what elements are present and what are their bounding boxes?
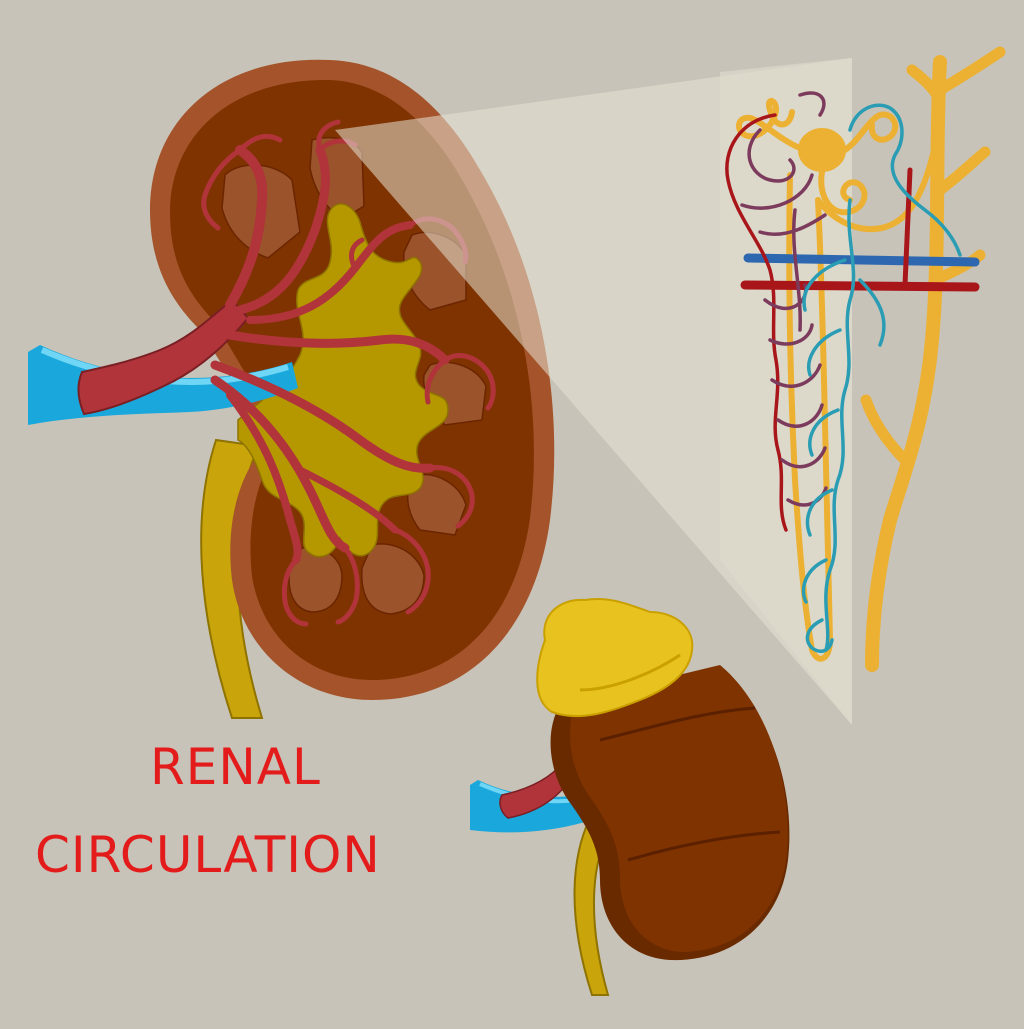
adrenal-gland bbox=[536, 598, 694, 718]
kidney-cross-section bbox=[28, 59, 555, 719]
arcuate-artery bbox=[201, 147, 243, 231]
title-line-circulation: CIRCULATION bbox=[35, 826, 381, 884]
loop-of-henle bbox=[786, 172, 833, 662]
small-kidney-lobe-line bbox=[627, 830, 781, 862]
title-line-renal: RENAL bbox=[150, 738, 321, 796]
arcuate-artery bbox=[237, 133, 283, 153]
interlobar-artery bbox=[226, 391, 302, 564]
small-kidney-lobe-line bbox=[599, 706, 756, 742]
adrenal-gland-shade bbox=[579, 653, 681, 692]
small-ureter bbox=[573, 816, 612, 996]
peritubular-capillary-venous bbox=[747, 91, 828, 507]
nephron-detail bbox=[725, 46, 1006, 672]
arcuate-artery bbox=[392, 527, 431, 615]
pyramid bbox=[361, 543, 425, 615]
arcuate-artery bbox=[349, 237, 365, 271]
collecting-duct bbox=[865, 55, 947, 672]
collecting-duct-branch bbox=[906, 64, 946, 106]
arcuate-artery bbox=[442, 353, 496, 411]
glomerulus bbox=[798, 128, 846, 172]
arcuate-artery bbox=[281, 557, 309, 627]
interlobar-artery bbox=[235, 145, 330, 315]
renal-artery bbox=[77, 298, 250, 416]
external-kidney bbox=[470, 598, 790, 996]
arcuate-vein bbox=[743, 253, 980, 267]
vasa-recta-venous bbox=[740, 173, 827, 332]
interlobar-artery bbox=[225, 330, 450, 365]
interlobar-artery bbox=[210, 375, 350, 553]
arcuate-artery bbox=[427, 465, 475, 529]
arcuate-artery bbox=[424, 357, 448, 405]
arterial-branches bbox=[210, 145, 450, 564]
interlobar-artery bbox=[246, 221, 414, 324]
interlobar-artery bbox=[225, 145, 268, 310]
interlobar-artery bbox=[210, 360, 435, 473]
arcuate-artery bbox=[316, 119, 341, 153]
arcuate-artery bbox=[740, 280, 980, 292]
arcuate-artery bbox=[335, 545, 360, 625]
renal-pelvis bbox=[237, 203, 449, 558]
collecting-duct-branch bbox=[934, 46, 1006, 96]
interlobar-artery bbox=[296, 466, 399, 534]
renal-vein-highlight bbox=[40, 347, 289, 386]
collecting-duct-branch bbox=[934, 146, 991, 196]
collecting-duct-branch bbox=[929, 249, 986, 286]
interlobular-artery bbox=[902, 167, 913, 288]
collecting-duct-branch bbox=[860, 394, 911, 466]
peritubular-capillary-teal bbox=[801, 103, 962, 653]
small-kidney-body bbox=[570, 665, 788, 952]
distal-tubule bbox=[815, 117, 943, 233]
